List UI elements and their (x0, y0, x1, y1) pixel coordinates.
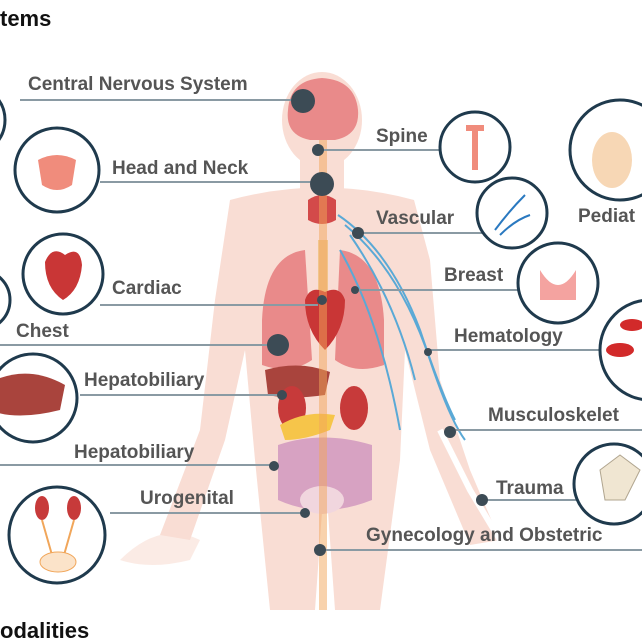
arm-bones (437, 428, 503, 542)
liver-icon (0, 373, 65, 416)
label-gynecology-obstetrics: Gynecology and Obstetric (366, 525, 603, 546)
connector-nodes (267, 89, 488, 556)
section-heading-modalities: odalities (0, 618, 90, 643)
label-urogenital: Urogenital (140, 488, 234, 509)
section-heading-systems: tems (0, 6, 52, 31)
label-pediatric: Pediat (578, 206, 636, 227)
right-lung (335, 250, 384, 369)
label-breast: Breast (444, 265, 504, 286)
label-hepatobiliary-2: Hepatobiliary (74, 442, 195, 463)
connector-lines (0, 99, 642, 551)
spinal-cord (319, 140, 327, 610)
spine-icon (466, 125, 484, 170)
liver-organ (265, 365, 330, 398)
label-spine: Spine (376, 126, 428, 147)
vessel-icon (494, 194, 531, 236)
label-hematology: Hematology (454, 326, 563, 347)
thyroid-icon (38, 155, 76, 190)
label-cardiac: Cardiac (112, 278, 182, 299)
kidney-icon (35, 496, 81, 573)
heart-icon (45, 251, 82, 300)
breast-icon (540, 270, 576, 300)
blood-cell-icon (606, 319, 642, 357)
label-head-and-neck: Head and Neck (112, 158, 249, 179)
label-central-nervous-system: Central Nervous System (28, 74, 248, 95)
label-hepatobiliary-1: Hepatobiliary (84, 370, 205, 391)
label-chest: Chest (16, 321, 69, 342)
label-trauma: Trauma (496, 478, 564, 499)
label-musculoskeletal: Musculoskelet (488, 405, 619, 426)
hand-bone-icon (599, 454, 641, 501)
label-vascular: Vascular (376, 208, 455, 229)
baby-icon (592, 132, 632, 188)
kidney-right (340, 386, 368, 430)
